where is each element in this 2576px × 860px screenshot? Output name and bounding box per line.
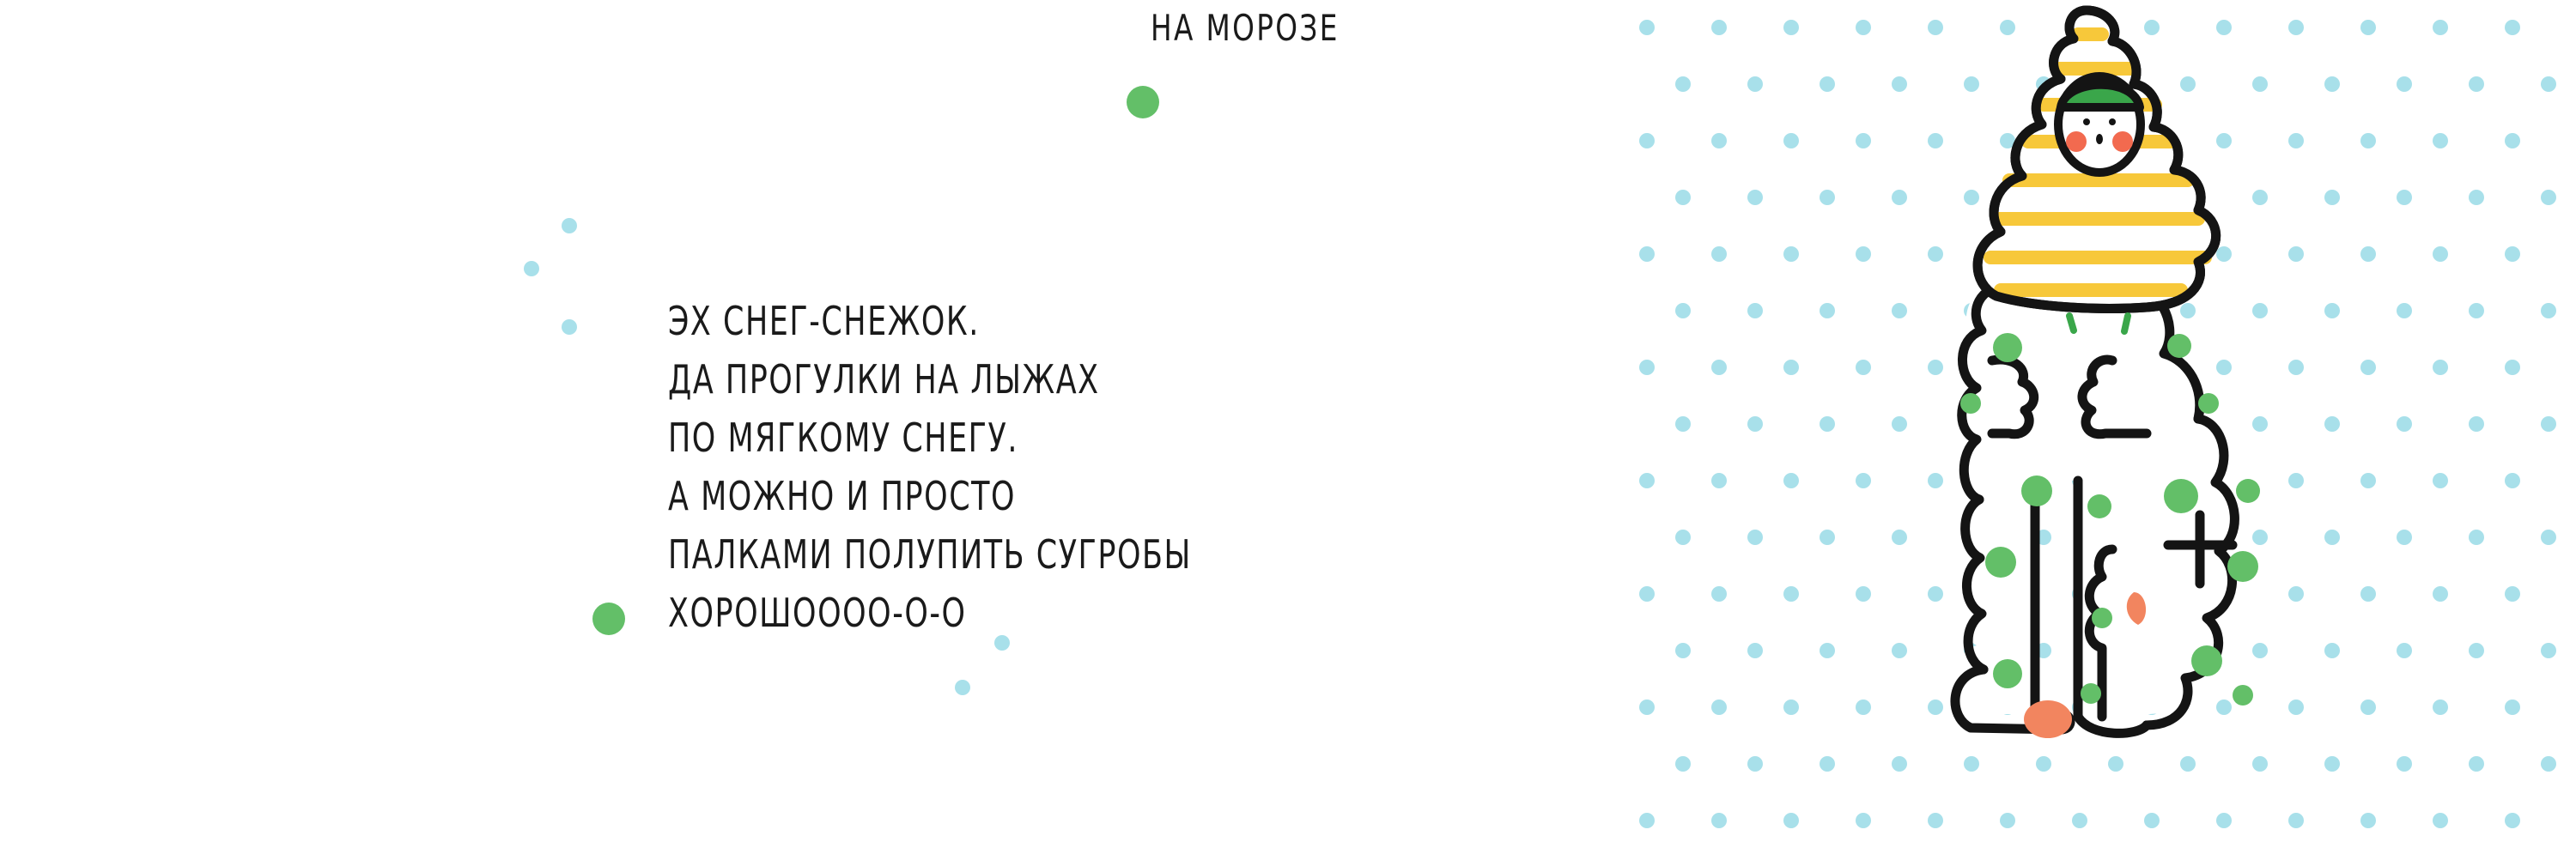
poem-line: А МОЖНО И ПРОСТО (668, 473, 1017, 519)
poem-line: ДА ПРОГУЛКИ НА ЛЫЖАХ (668, 356, 1100, 403)
poem-line: ПАЛКАМИ ПОЛУПИТЬ СУГРОБЫ (668, 531, 1192, 578)
decor-green-dot (592, 603, 625, 635)
coat-polka-dots (1960, 333, 2260, 706)
coat-outline (1950, 282, 2239, 738)
boots (2024, 592, 2147, 738)
child-face (2054, 72, 2145, 177)
poem-line: ХОРОШОООО-О-О (668, 590, 967, 636)
decor-blue-dot (562, 319, 577, 335)
decor-blue-dot (524, 261, 539, 276)
decor-blue-dot (955, 680, 970, 695)
page-title: НА МОРОЗЕ (1151, 7, 1340, 49)
poem-line: ЭХ СНЕГ-СНЕЖОК. (668, 298, 980, 344)
poem: ЭХ СНЕГ-СНЕЖОК. ДА ПРОГУЛКИ НА ЛЫЖАХ ПО … (668, 292, 1358, 642)
decor-green-dot (1127, 86, 1159, 118)
left-page: НА МОРОЗЕ ЭХ СНЕГ-СНЕЖОК. ДА ПРОГУЛКИ НА… (524, 7, 1358, 695)
right-page (1631, 0, 2576, 860)
decor-blue-dot (562, 218, 577, 233)
poem-line: ПО МЯГКОМУ СНЕГУ. (668, 415, 1018, 461)
decor-blue-dot (994, 635, 1010, 651)
winter-child-illustration (1950, 5, 2260, 738)
scarf-ties (2066, 312, 2131, 335)
